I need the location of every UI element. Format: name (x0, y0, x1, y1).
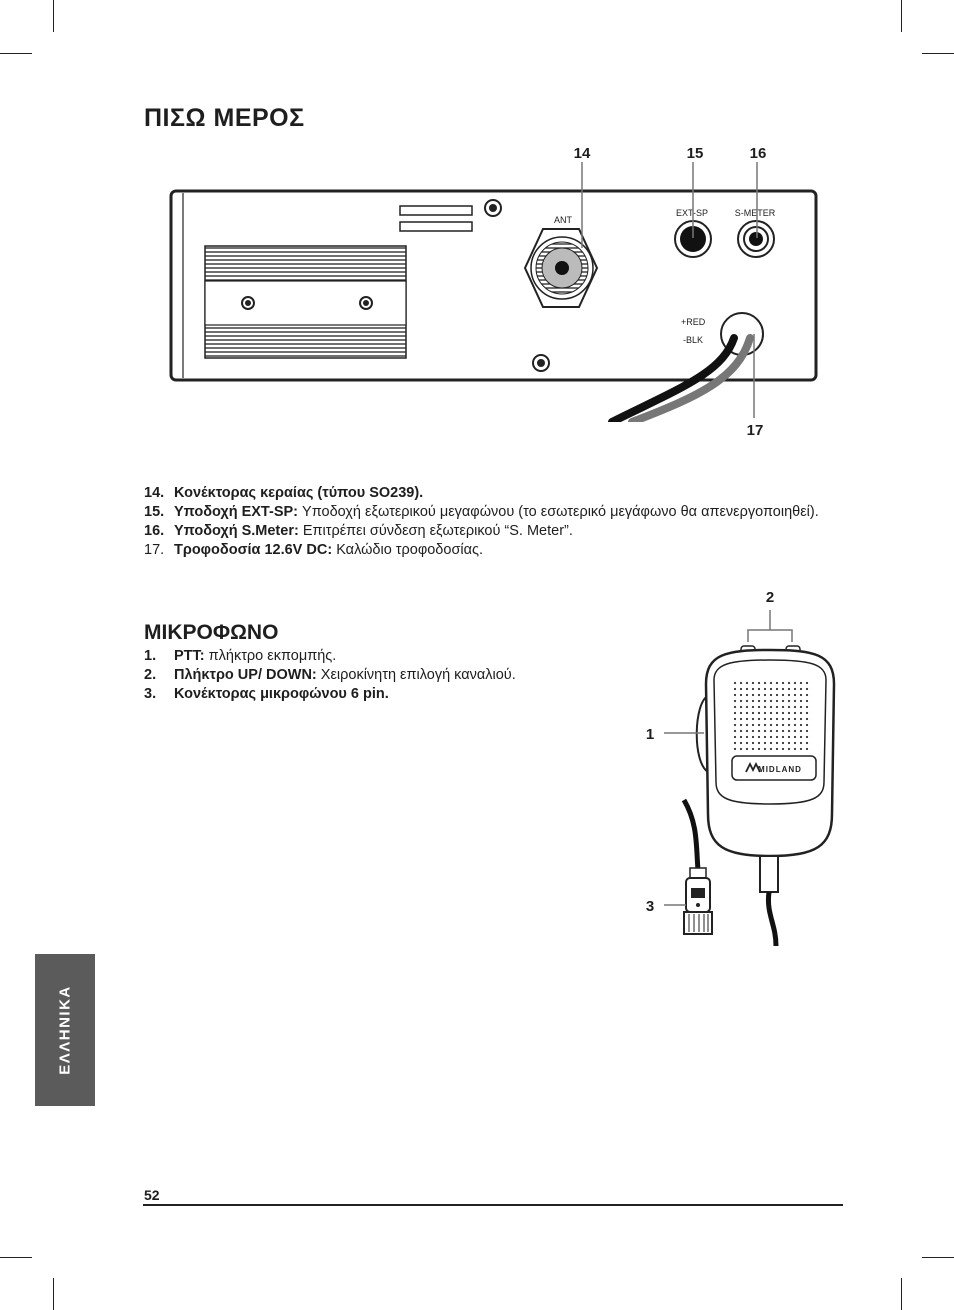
blk-wire-label: -BLK (683, 335, 703, 345)
rear-panel-illustration: ANT EXT-SP S-METER +RED -BLK 14 15 16 17 (169, 145, 818, 440)
power-cable-icon (600, 312, 764, 440)
s-meter-jack-icon (737, 220, 775, 258)
mic-section-title: ΜΙΚΡΟΦΩΝΟ (144, 621, 279, 644)
item-label: Κονέκτορας μικροφώνου 6 pin. (174, 686, 389, 702)
page-number: 52 (144, 1187, 160, 1203)
item-text: Επιτρέπει σύνδεση εξωτερικού “S. Meter”. (302, 523, 573, 539)
list-item: 16. Υποδοχή S.Meter: Επιτρέπει σύνδεση ε… (144, 522, 844, 541)
callout-2: 2 (766, 589, 774, 606)
crop-mark (53, 0, 54, 32)
item-label: PTT: (174, 648, 205, 664)
footer-rule (143, 1204, 843, 1206)
mic-items-list: 1. PTT: πλήκτρο εκπομπής. 2. Πλήκτρο UP/… (144, 647, 624, 704)
screw-icon (484, 199, 502, 217)
item-number: 17. (144, 542, 165, 558)
crop-mark (922, 53, 954, 54)
crop-mark (901, 1278, 902, 1310)
item-label: Τροφοδοσία 12.6V DC: (174, 542, 333, 558)
rear-items-list: 14. Κονέκτορας κεραίας (τύπου SO239). 15… (144, 484, 844, 560)
item-number: 16. (144, 523, 165, 539)
item-number: 2. (144, 667, 157, 683)
callout-17: 17 (747, 422, 764, 439)
callout-15: 15 (687, 145, 704, 162)
screw-icon (241, 296, 255, 310)
screw-icon (359, 296, 373, 310)
midland-logo-icon (745, 761, 761, 773)
callout-16: 16 (750, 145, 767, 162)
item-number: 14. (144, 485, 165, 501)
list-item: 3. Κονέκτορας μικροφώνου 6 pin. (144, 685, 624, 704)
crop-mark (901, 0, 902, 32)
ext-sp-label: EXT-SP (676, 208, 708, 218)
microphone-illustration: 2 MIDLAND 1 3 (646, 589, 836, 946)
item-text: Καλώδιο τροφοδοσίας. (336, 542, 484, 558)
brand-label: MIDLAND (758, 765, 802, 774)
item-text: Χειροκίνητη επιλογή καναλιού. (320, 667, 516, 683)
crop-mark (0, 53, 32, 54)
ext-sp-jack-icon (674, 220, 712, 258)
list-item: 2. Πλήκτρο UP/ DOWN: Χειροκίνητη επιλογή… (144, 666, 624, 685)
antenna-connector-icon (523, 228, 599, 308)
item-number: 1. (144, 648, 157, 664)
callout-14: 14 (574, 145, 591, 162)
red-wire-label: +RED (681, 317, 706, 327)
item-label: Υποδοχή S.Meter: (174, 523, 299, 539)
crop-mark (0, 1257, 32, 1258)
list-item: 1. PTT: πλήκτρο εκπομπής. (144, 647, 624, 666)
ant-label: ANT (554, 215, 573, 225)
item-number: 15. (144, 504, 165, 520)
callout-1: 1 (646, 726, 654, 743)
crop-mark (922, 1257, 954, 1258)
crop-mark (53, 1278, 54, 1310)
item-label: Υποδοχή EXT-SP: (174, 504, 298, 520)
item-text: πλήκτρο εκπομπής. (208, 648, 337, 664)
item-label: Πλήκτρο UP/ DOWN: (174, 667, 317, 683)
rear-section-title: ΠΙΣΩ ΜΕΡΟΣ (144, 104, 305, 132)
s-meter-label: S-METER (735, 208, 776, 218)
mic-connector-icon (683, 867, 713, 935)
item-text: Υποδοχή εξωτερικού μεγαφώνου (το εσωτερι… (302, 504, 819, 520)
screw-icon (532, 354, 550, 372)
language-side-tab: ΕΛΛΗΝΙΚΑ (35, 954, 95, 1106)
language-tab-label: ΕΛΛΗΝΙΚΑ (56, 985, 74, 1075)
item-number: 3. (144, 686, 157, 702)
list-item: 14. Κονέκτορας κεραίας (τύπου SO239). (144, 484, 844, 503)
list-item: 15. Υποδοχή EXT-SP: Υποδοχή εξωτερικού μ… (144, 503, 844, 522)
item-label: Κονέκτορας κεραίας (τύπου SO239). (174, 485, 424, 501)
callout-3: 3 (646, 898, 654, 915)
list-item: 17. Τροφοδοσία 12.6V DC: Καλώδιο τροφοδο… (144, 541, 844, 560)
